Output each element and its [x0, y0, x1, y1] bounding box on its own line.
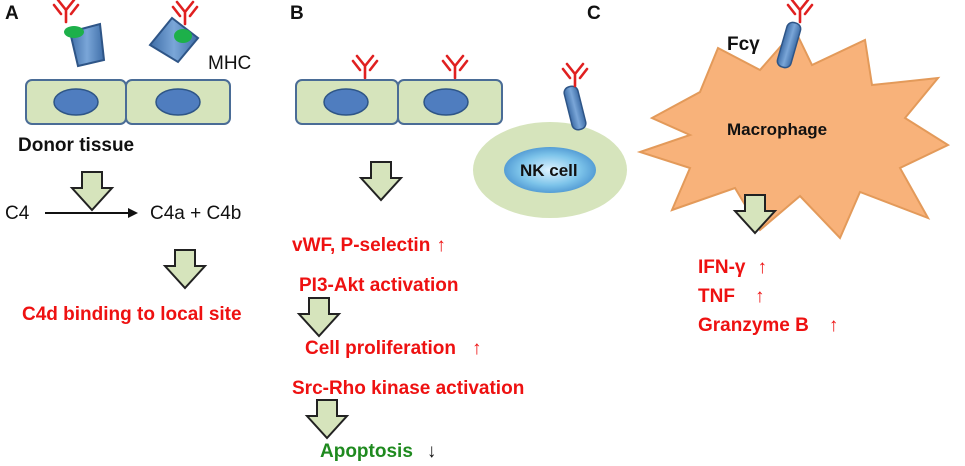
pi3-akt-label: PI3-Akt activation [299, 275, 459, 296]
panel-c-graphics [473, 0, 951, 240]
fc-receptor-icon [776, 0, 814, 69]
down-block-arrow-icon [71, 171, 113, 211]
macrophage-label: Macrophage [727, 120, 828, 139]
panel-b-graphics [295, 54, 503, 439]
src-rho-label: Src-Rho kinase activation [292, 378, 525, 399]
nk-cell [473, 122, 627, 218]
reaction-arrow [45, 208, 138, 218]
antibody-icon [351, 54, 379, 80]
cell-proliferation-label: Cell proliferation↑ [305, 338, 482, 359]
c4d-binding-label: C4d binding to local site [22, 304, 242, 325]
mhc-receptor-icon [148, 0, 200, 64]
mhc-label: MHC [208, 53, 252, 74]
donor-tissue-cells [25, 79, 231, 125]
reaction-products: C4a + C4b [150, 203, 242, 224]
panel-label-a: A [5, 3, 19, 24]
endothelial-cells [295, 79, 503, 125]
mhc-receptor-icon [52, 0, 106, 68]
down-block-arrow-icon [306, 399, 348, 439]
donor-tissue-label: Donor tissue [18, 135, 135, 156]
fc-receptor-icon [561, 62, 589, 131]
reaction-substrate: C4 [5, 203, 30, 224]
fc-gamma-label: Fcγ [727, 34, 760, 55]
down-block-arrow-icon [360, 161, 402, 201]
granzyme-b-label: Granzyme B↑ [698, 315, 839, 336]
apoptosis-label: Apoptosis↓ [320, 441, 437, 462]
down-block-arrow-icon [164, 249, 206, 289]
down-block-arrow-icon [298, 297, 340, 337]
tnf-label: TNF↑ [698, 286, 765, 307]
antibody-icon [441, 54, 469, 80]
panel-label-b: B [290, 3, 304, 24]
panel-label-c: C [587, 3, 601, 24]
vwf-label: vWF, P-selectin↑ [292, 235, 446, 256]
nk-cell-label: NK cell [520, 161, 578, 180]
ifn-gamma-label: IFN-γ↑ [698, 257, 767, 278]
panel-a-graphics [25, 0, 231, 289]
